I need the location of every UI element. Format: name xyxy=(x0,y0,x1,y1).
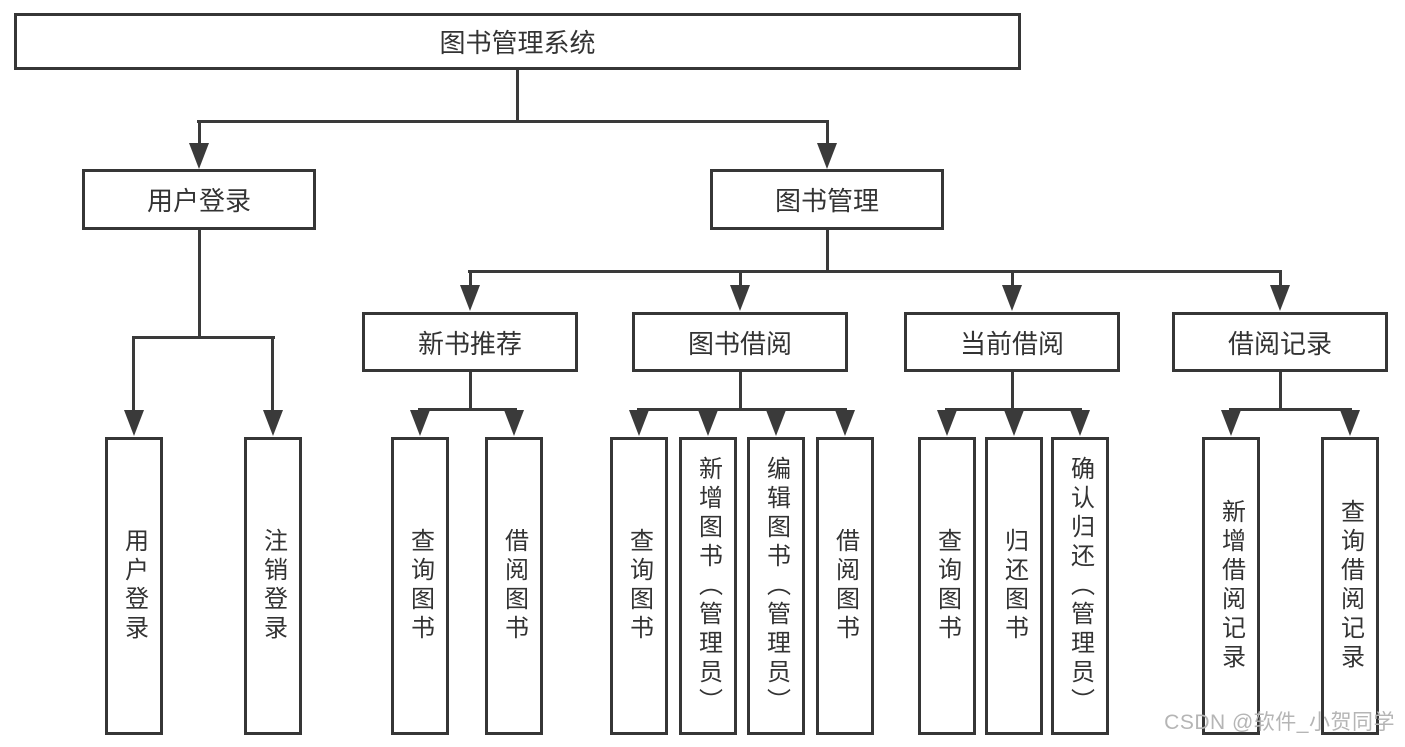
arrow-down-icon xyxy=(1002,285,1022,311)
arrow-down-icon xyxy=(124,410,144,436)
connector-book-mgmt-branch xyxy=(468,270,1282,273)
leaf-logout: 注销登录 xyxy=(244,437,302,735)
connector-group-stem xyxy=(739,372,742,410)
node-book-borrowing: 图书借阅 xyxy=(632,312,848,372)
arrow-down-icon xyxy=(410,410,430,436)
arrow-down-icon xyxy=(766,410,786,436)
connector-drop-line xyxy=(1011,271,1014,287)
connector-drop-line xyxy=(469,271,472,287)
connector-drop-line xyxy=(739,271,742,287)
arrow-down-icon xyxy=(460,285,480,311)
node-root-system: 图书管理系统 xyxy=(14,13,1021,70)
connector-drop-line xyxy=(132,336,135,412)
arrow-down-icon xyxy=(263,410,283,436)
arrow-down-icon xyxy=(629,410,649,436)
connector-group-branch xyxy=(945,408,1082,411)
arrow-down-icon xyxy=(1221,410,1241,436)
connector-drop-line xyxy=(198,121,201,146)
leaf-borrow-books-borrowing: 借阅图书 xyxy=(816,437,874,735)
connector-group-branch xyxy=(637,408,847,411)
connector-user-login-stem xyxy=(198,230,201,338)
arrow-down-icon xyxy=(1270,285,1290,311)
connector-user-login-branch xyxy=(132,336,275,339)
connector-group-stem xyxy=(1279,372,1282,410)
node-borrowing-records: 借阅记录 xyxy=(1172,312,1388,372)
arrow-down-icon xyxy=(698,410,718,436)
node-current-borrowing: 当前借阅 xyxy=(904,312,1120,372)
arrow-down-icon xyxy=(817,143,837,169)
leaf-confirm-return-admin: 确认归还（管理员） xyxy=(1051,437,1109,735)
connector-root-stem xyxy=(516,70,519,122)
leaf-user-login: 用户登录 xyxy=(105,437,163,735)
connector-drop-line xyxy=(1279,271,1282,287)
connector-book-mgmt-stem xyxy=(826,230,829,272)
node-user-login: 用户登录 xyxy=(82,169,316,230)
connector-drop-line xyxy=(826,121,829,146)
arrow-down-icon xyxy=(1004,410,1024,436)
leaf-query-borrow-record: 查询借阅记录 xyxy=(1321,437,1379,735)
watermark: CSDN @软件_小贺同学 xyxy=(1164,711,1395,734)
arrow-down-icon xyxy=(1070,410,1090,436)
leaf-return-books: 归还图书 xyxy=(985,437,1043,735)
node-new-book-recommend: 新书推荐 xyxy=(362,312,578,372)
connector-group-stem xyxy=(1011,372,1014,410)
connector-group-branch xyxy=(418,408,517,411)
arrow-down-icon xyxy=(937,410,957,436)
arrow-down-icon xyxy=(504,410,524,436)
leaf-borrow-books-recommend: 借阅图书 xyxy=(485,437,543,735)
leaf-query-books-current: 查询图书 xyxy=(918,437,976,735)
connector-drop-line xyxy=(271,336,274,412)
node-book-management: 图书管理 xyxy=(710,169,944,230)
leaf-add-books-admin: 新增图书（管理员） xyxy=(679,437,737,735)
arrow-down-icon xyxy=(730,285,750,311)
arrow-down-icon xyxy=(189,143,209,169)
connector-root-branch xyxy=(197,120,829,123)
leaf-add-borrow-record: 新增借阅记录 xyxy=(1202,437,1260,735)
leaf-edit-books-admin: 编辑图书（管理员） xyxy=(747,437,805,735)
arrow-down-icon xyxy=(1340,410,1360,436)
connector-group-branch xyxy=(1229,408,1352,411)
connector-group-stem xyxy=(469,372,472,410)
leaf-query-books-borrowing: 查询图书 xyxy=(610,437,668,735)
leaf-query-books-recommend: 查询图书 xyxy=(391,437,449,735)
arrow-down-icon xyxy=(835,410,855,436)
